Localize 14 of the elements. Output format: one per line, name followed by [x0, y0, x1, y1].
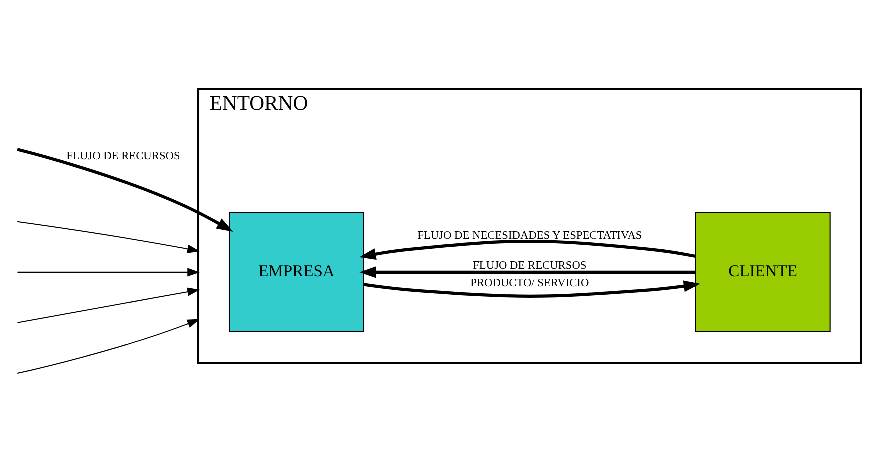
arrow [16, 221, 200, 254]
arrow [359, 266, 696, 278]
edge-label: FLUJO DE RECURSOS [66, 150, 180, 163]
arrow [16, 319, 200, 374]
arrow [363, 280, 700, 298]
arrow [16, 148, 233, 232]
edge-label: FLUJO DE NECESIDADES Y ESPECTATIVAS [417, 230, 642, 242]
edge-label: FLUJO DE RECURSOS [472, 260, 586, 272]
arrow [17, 288, 200, 324]
arrow [17, 268, 200, 277]
arrow [359, 240, 696, 260]
edge-label: PRODUCTO/ SERVICIO [470, 278, 589, 290]
node-box: EMPRESA [228, 212, 364, 332]
node-box: CLIENTE [694, 212, 830, 332]
